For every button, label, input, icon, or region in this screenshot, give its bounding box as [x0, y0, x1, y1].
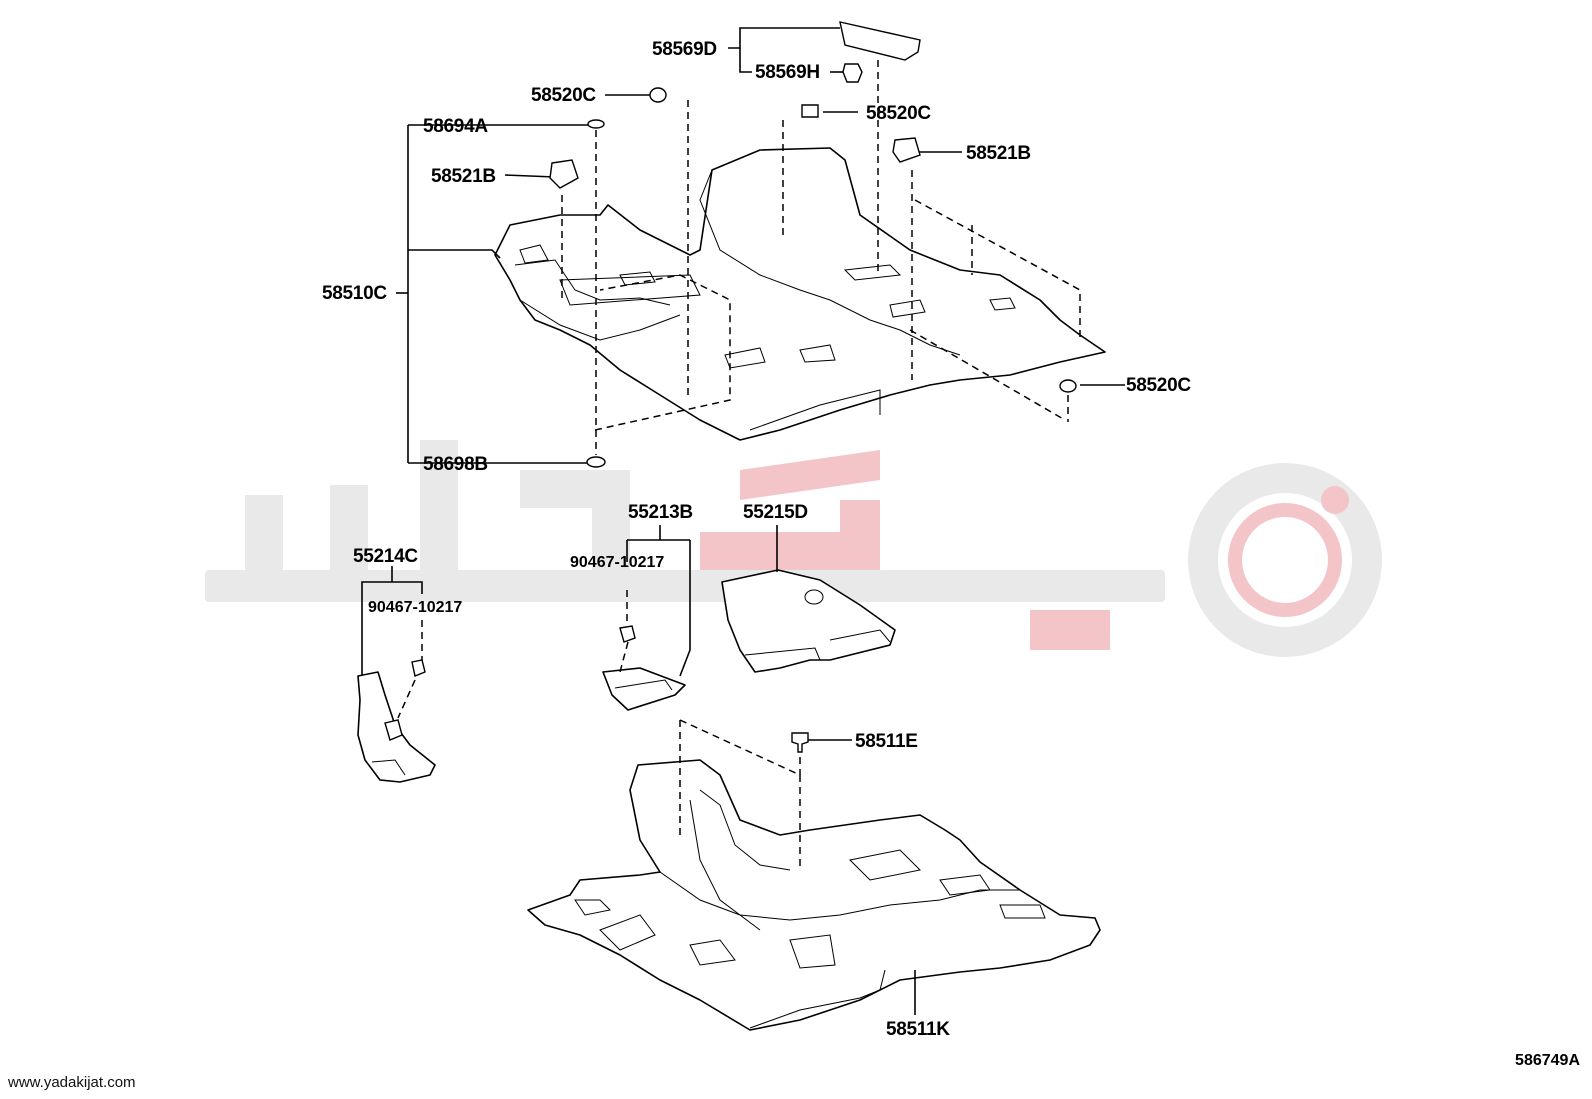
clip-58521B-right-icon: [892, 137, 921, 163]
label-58694A: 58694A: [423, 116, 488, 137]
label-58510C: 58510C: [322, 283, 387, 304]
mat-55215D: [721, 525, 896, 673]
clip-58521B-left-icon: [549, 159, 579, 189]
label-58521B-left: 58521B: [431, 166, 496, 187]
label-58569H: 58569H: [755, 62, 820, 83]
mat-55214C: [357, 566, 436, 783]
clip-58511E-icon: [791, 732, 809, 753]
label-58521B-right: 58521B: [966, 143, 1031, 164]
cover-58569D-icon: [839, 21, 921, 61]
clip-58520C-top-icon: [649, 87, 667, 103]
label-58569D: 58569D: [652, 39, 717, 60]
label-58698B: 58698B: [423, 454, 488, 475]
label-58520C-top: 58520C: [531, 85, 596, 106]
label-90467-mid: 90467-10217: [570, 554, 664, 571]
clip-58520C-mid-icon: [801, 104, 819, 118]
clip-58569H-icon: [842, 63, 863, 83]
label-55213B: 55213B: [628, 502, 693, 523]
diagram-code: 586749A: [1515, 1052, 1580, 1069]
clip-58698B-icon: [586, 456, 606, 468]
floor-carpet-front: [494, 147, 1106, 441]
silencer-leaders: [679, 719, 916, 1015]
website-link[interactable]: www.yadakijat.com: [8, 1074, 136, 1091]
mat-55213B: [602, 525, 691, 711]
floor-silencer: [527, 759, 1101, 1031]
label-55215D: 55215D: [743, 502, 808, 523]
label-58511E: 58511E: [855, 731, 918, 752]
fastener-icons-upper: [549, 21, 1077, 468]
label-58511K: 58511K: [886, 1019, 950, 1040]
watermark-logo: [205, 440, 1382, 657]
clip-58694A-icon: [587, 119, 605, 129]
label-58520C-mid: 58520C: [866, 103, 931, 124]
carpet-leaders: [396, 27, 1125, 464]
label-55214C: 55214C: [353, 546, 418, 567]
label-58520C-right: 58520C: [1126, 375, 1191, 396]
label-90467-left: 90467-10217: [368, 599, 462, 616]
part-labels: 58569D 58569H 58520C 58520C 58694A 58521…: [322, 39, 1192, 1040]
clip-58520C-right-icon: [1059, 379, 1077, 393]
